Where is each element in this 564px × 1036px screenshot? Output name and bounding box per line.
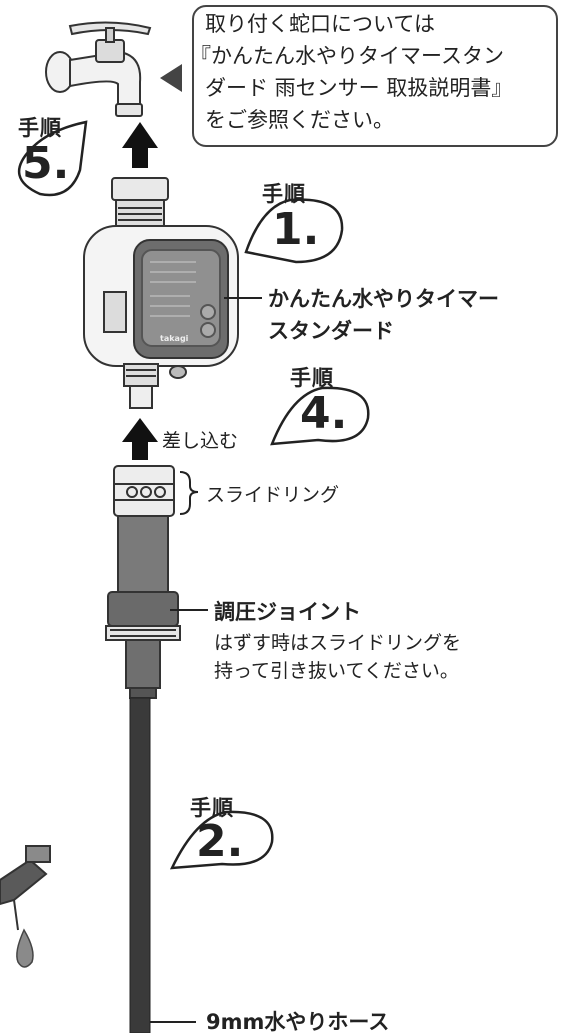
step5-number: 5. — [22, 138, 70, 189]
pressure-joint-illustration — [105, 515, 181, 699]
step2-number: 2. — [196, 816, 244, 867]
callout-pointer — [160, 64, 182, 92]
insert-label: 差し込む — [162, 430, 239, 452]
step4-bubble — [270, 386, 370, 446]
brand-mark: takagi — [160, 334, 189, 343]
arrow-up-icon — [122, 122, 158, 168]
joint-note-line2: 持って引き抜いてください。 — [214, 660, 459, 682]
step2-bubble — [169, 810, 274, 870]
slide-ring-illustration — [113, 465, 175, 517]
step5-bubble — [17, 120, 88, 197]
dripper-illustration — [0, 845, 51, 931]
timer-outlet — [123, 363, 187, 409]
callout-box — [192, 5, 558, 147]
joint-note-line1: はずす時はスライドリングを — [214, 632, 462, 654]
step1-bubble — [244, 198, 344, 264]
slide-ring-brace — [179, 471, 199, 515]
water-drop-icon — [16, 928, 34, 968]
callout-line-4: をご参照ください。 — [205, 108, 394, 132]
arrow-up-icon — [122, 418, 158, 460]
callout-line-2: 『かんたん水やりタイマースタン — [190, 44, 504, 68]
callout-line-3: ダード 雨センサー 取扱説明書』 — [205, 76, 513, 100]
timer-coupling-top — [111, 177, 169, 229]
timer-body — [83, 225, 239, 367]
timer-label-line2: スタンダード — [268, 319, 394, 343]
timer-label-line1: かんたん水やりタイマー — [268, 287, 499, 311]
step4-word: 手順 — [290, 366, 334, 390]
step4-number: 4. — [300, 388, 348, 439]
hose-illustration — [129, 697, 151, 1033]
step2-word: 手順 — [190, 796, 234, 820]
step1-word: 手順 — [262, 182, 306, 206]
slide-ring-label: スライドリング — [206, 484, 340, 506]
callout-line-1: 取り付く蛇口については — [205, 12, 435, 36]
faucet-illustration — [45, 21, 152, 117]
joint-title: 調圧ジョイント — [214, 600, 361, 624]
hose-label: 9mm水やりホース — [206, 1010, 390, 1034]
step1-number: 1. — [272, 204, 320, 255]
step5-word: 手順 — [18, 116, 62, 140]
timer-panel-marks — [150, 261, 196, 317]
